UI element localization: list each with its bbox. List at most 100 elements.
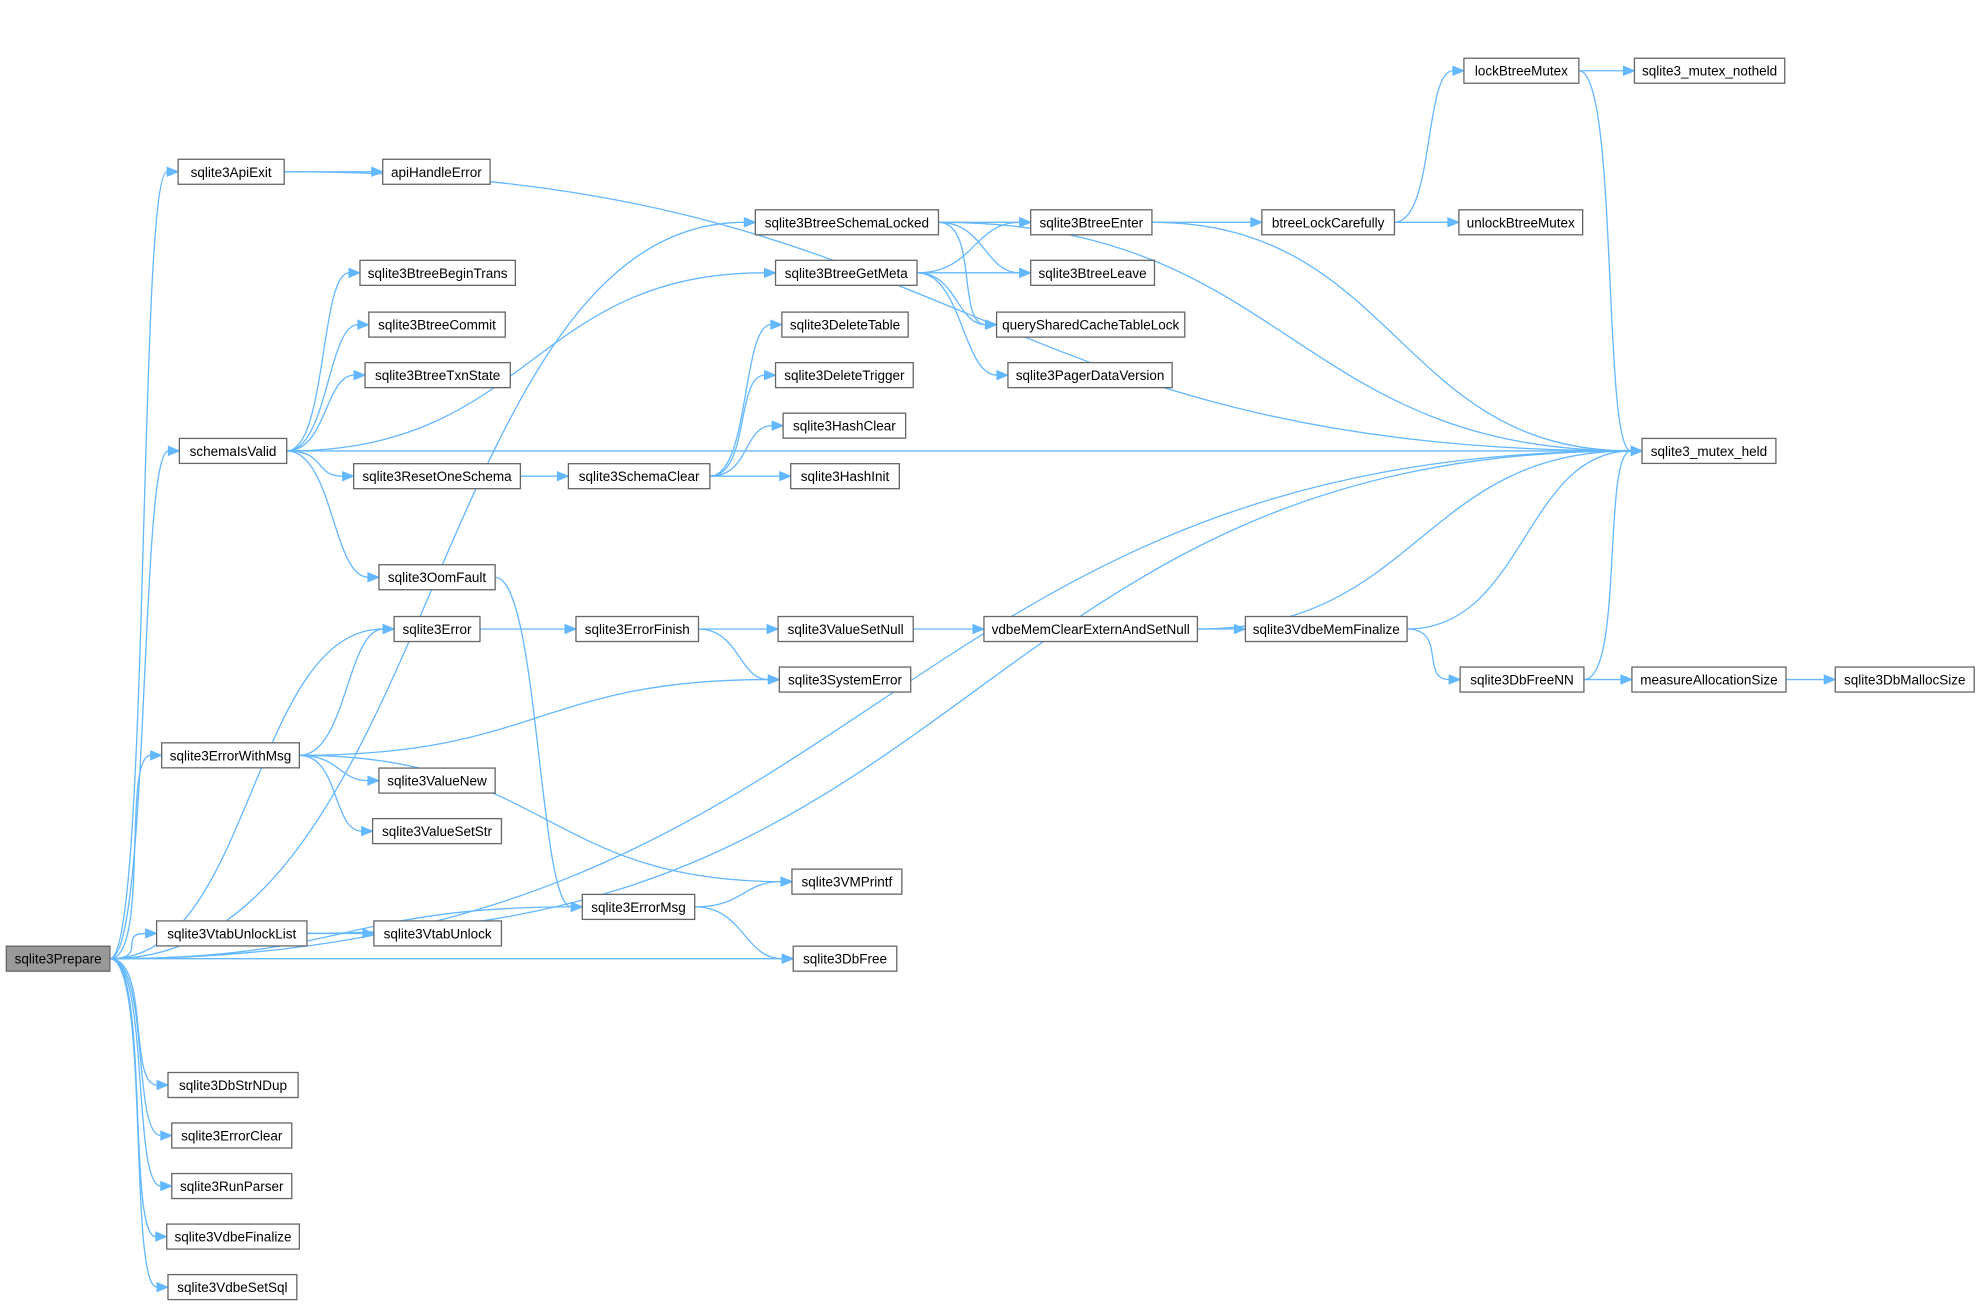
function-node-box[interactable] [774,259,918,286]
function-node[interactable]: sqlite3BtreeCommit [368,311,506,338]
function-node[interactable]: measureAllocationSize [1631,666,1787,693]
function-node-box[interactable] [1030,209,1153,236]
function-node-label: sqlite3SchemaClear [579,469,700,484]
function-node[interactable]: sqlite3DbFree [792,945,898,972]
function-node-box[interactable] [782,412,907,439]
function-node-box[interactable] [364,361,511,389]
function-node-box[interactable] [1641,437,1777,465]
function-node-box[interactable] [393,615,481,643]
function-node-box[interactable] [5,945,111,972]
function-node[interactable]: sqlite3DeleteTrigger [774,361,914,389]
function-node-box[interactable] [359,259,516,286]
function-node-box[interactable] [178,437,288,465]
function-node-box[interactable] [353,463,522,490]
function-node-box[interactable] [1631,666,1787,693]
function-node-box[interactable] [995,311,1186,338]
function-node-box[interactable] [166,1223,301,1250]
function-node-box[interactable] [1463,57,1580,84]
function-node-box[interactable] [1030,259,1156,286]
function-node[interactable]: sqlite3ErrorMsg [581,893,696,921]
function-node[interactable]: sqlite3DbStrNDup [167,1071,299,1099]
function-node[interactable]: lockBtreeMutex [1463,57,1580,84]
function-node-box[interactable] [983,615,1199,643]
function-node[interactable]: sqlite3BtreeEnter [1030,209,1153,236]
function-node[interactable]: sqlite3VdbeFinalize [166,1223,301,1250]
function-node[interactable]: sqlite3BtreeTxnState [364,361,511,389]
function-node[interactable]: sqlite3ResetOneSchema [353,463,522,490]
function-node[interactable]: sqlite3Prepare [5,945,111,972]
function-node-box[interactable] [774,361,914,389]
function-node-box[interactable] [567,463,711,490]
function-node-box[interactable] [575,615,700,643]
function-node-box[interactable] [792,945,898,972]
function-node[interactable]: schemaIsValid [178,437,288,465]
function-node-box[interactable] [368,311,506,338]
function-node[interactable]: sqlite3ErrorFinish [575,615,700,643]
function-node[interactable]: unlockBtreeMutex [1458,209,1584,236]
function-node[interactable]: vdbeMemClearExternAndSetNull [983,615,1199,643]
function-node[interactable]: sqlite3PagerDataVersion [1007,361,1173,389]
function-node-box[interactable] [171,1172,293,1200]
function-node[interactable]: sqlite3HashClear [782,412,907,439]
function-node[interactable]: sqlite3DbFreeNN [1459,666,1585,693]
function-node[interactable]: sqlite3ValueSetStr [371,817,503,845]
function-node[interactable]: sqlite3RunParser [171,1172,293,1200]
edge-arrowhead [160,1180,174,1192]
function-node[interactable]: sqlite3ApiExit [177,158,285,185]
function-node-label: sqlite3DbFree [803,952,887,967]
function-node[interactable]: sqlite3BtreeLeave [1030,259,1156,286]
function-node-box[interactable] [382,158,491,185]
function-node[interactable]: sqlite3ErrorWithMsg [161,742,301,769]
function-node-box[interactable] [167,1273,298,1301]
function-node[interactable]: sqlite3VMPrintf [791,868,903,895]
function-node[interactable]: sqlite3BtreeSchemaLocked [754,209,940,236]
function-node[interactable]: sqlite3_mutex_held [1641,437,1777,465]
call-edge [299,628,384,756]
function-node-box[interactable] [791,868,903,895]
function-node[interactable]: sqlite3VtabUnlock [373,920,503,947]
function-node-box[interactable] [778,666,912,693]
function-node-box[interactable] [171,1122,293,1149]
function-node[interactable]: sqlite3VtabUnlockList [155,920,308,947]
function-node[interactable]: sqlite3DbMallocSize [1834,666,1975,693]
function-node[interactable]: sqlite3SchemaClear [567,463,711,490]
function-node-label: sqlite3VdbeFinalize [175,1230,292,1245]
function-node-box[interactable] [1244,615,1408,643]
function-node-box[interactable] [167,1071,299,1099]
function-node[interactable]: sqlite3VdbeMemFinalize [1244,615,1408,643]
function-node-box[interactable] [378,767,496,794]
function-node[interactable]: sqlite3Error [393,615,481,643]
function-node[interactable]: sqlite3ValueNew [378,767,496,794]
function-node[interactable]: sqlite3BtreeGetMeta [774,259,918,286]
function-node[interactable]: btreeLockCarefully [1261,209,1396,236]
function-node[interactable]: sqlite3HashInit [790,463,900,490]
function-node[interactable]: sqlite3VdbeSetSql [167,1273,298,1301]
function-node[interactable]: sqlite3SystemError [778,666,912,693]
function-node[interactable]: sqlite3OomFault [378,564,496,591]
function-node-box[interactable] [790,463,900,490]
function-node[interactable]: sqlite3ValueSetNull [777,615,914,643]
function-node-box[interactable] [1261,209,1396,236]
function-node-box[interactable] [373,920,503,947]
function-node-box[interactable] [781,311,909,338]
function-node[interactable]: querySharedCacheTableLock [995,311,1186,338]
function-node-box[interactable] [777,615,914,643]
edge-arrowhead [985,319,998,330]
function-node[interactable]: sqlite3BtreeBeginTrans [359,259,516,286]
function-node-box[interactable] [177,158,285,185]
function-node-box[interactable] [161,742,301,769]
function-node-box[interactable] [1459,666,1585,693]
function-node-box[interactable] [754,209,940,236]
function-node-box[interactable] [1458,209,1584,236]
function-node-box[interactable] [581,893,696,921]
function-node-box[interactable] [1834,666,1975,693]
function-node-box[interactable] [1633,57,1786,84]
function-node-box[interactable] [371,817,503,845]
function-node-box[interactable] [378,564,496,591]
function-node[interactable]: sqlite3_mutex_notheld [1633,57,1786,84]
function-node-box[interactable] [1007,361,1173,389]
function-node-box[interactable] [155,920,308,947]
function-node[interactable]: sqlite3ErrorClear [171,1122,293,1149]
function-node[interactable]: apiHandleError [382,158,491,185]
function-node[interactable]: sqlite3DeleteTable [781,311,909,338]
